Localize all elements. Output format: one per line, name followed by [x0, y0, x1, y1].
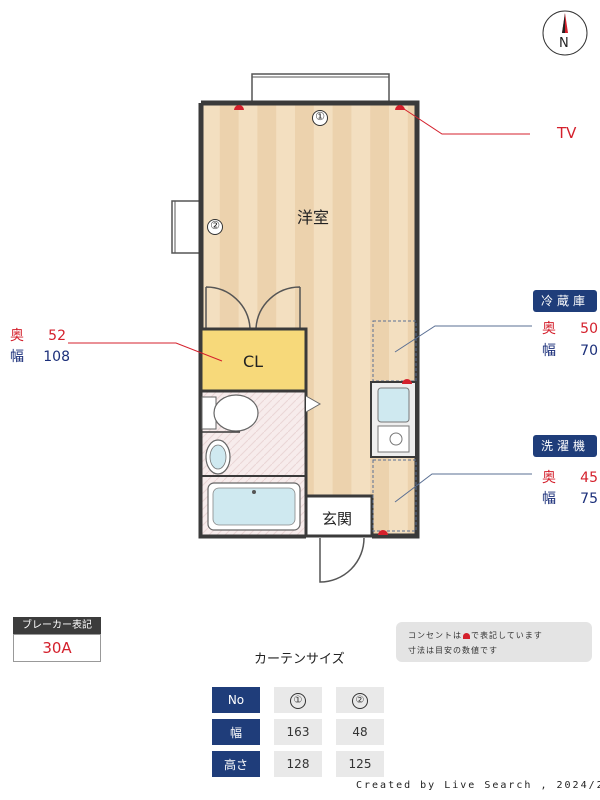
note-line-2: 寸法は目安の数値です	[408, 646, 498, 655]
closet-depth: 奥 52	[10, 325, 66, 345]
curtain-table: No ① ② 幅 163 48 高さ 128 125	[212, 681, 384, 783]
closet-door-right	[255, 286, 301, 329]
fridge-depth-value: 50	[580, 321, 598, 337]
compass-north-label: N	[559, 36, 569, 51]
tv-leader	[400, 106, 530, 135]
note-box: コンセントはで表記しています 寸法は目安の数値です	[396, 622, 592, 662]
stove-icon	[377, 425, 410, 453]
washer-depth-label: 奥	[542, 470, 556, 486]
room-label-closet: CL	[243, 352, 264, 371]
table-row: 幅 163 48	[212, 719, 384, 745]
entrance-door	[319, 537, 365, 583]
curtain-no-2: ②	[352, 692, 368, 709]
curtain-height-2: 125	[336, 751, 384, 777]
room-label-entrance: 玄関	[322, 510, 353, 528]
closet-depth-value: 52	[48, 328, 66, 344]
credit-text: Created by Live Search , 2024/2	[356, 780, 600, 791]
washer-width: 幅 75	[542, 488, 598, 508]
tv-label: TV	[557, 124, 577, 142]
breaker-header: ブレーカー表記	[13, 617, 101, 634]
closet-width-label: 幅	[10, 349, 24, 365]
table-cell: ②	[336, 687, 384, 713]
table-row: 高さ 128 125	[212, 751, 384, 777]
breaker-value: 30A	[13, 634, 101, 662]
fridge-width: 幅 70	[542, 340, 598, 360]
window-2-mark: ②	[210, 219, 220, 232]
closet-depth-label: 奥	[10, 328, 24, 344]
fridge-leader	[394, 325, 532, 353]
window-1-mark: ①	[315, 110, 325, 123]
curtain-width-2: 48	[336, 719, 384, 745]
washer-width-label: 幅	[542, 491, 556, 507]
fridge-depth: 奥 50	[542, 318, 598, 338]
fridge-width-value: 70	[580, 343, 598, 359]
fridge-depth-label: 奥	[542, 321, 556, 337]
kitchen-sink-icon	[377, 387, 410, 423]
toilet-icon	[213, 394, 259, 432]
curtain-header-no: No	[212, 687, 260, 713]
note-line-1: コンセントはで表記しています	[408, 628, 580, 643]
washer-depth-value: 45	[580, 470, 598, 486]
washer-tag: 洗濯機	[533, 435, 597, 457]
room-label-western: 洋室	[297, 208, 330, 227]
fridge-space	[372, 320, 417, 382]
window-left	[171, 200, 203, 254]
fridge-tag: 冷蔵庫	[533, 290, 597, 312]
curtain-title: カーテンサイズ	[254, 652, 345, 667]
table-row: No ① ②	[212, 687, 384, 713]
fridge-width-label: 幅	[542, 343, 556, 359]
washer-width-value: 75	[580, 491, 598, 507]
closet-leader	[68, 342, 223, 362]
washer-depth: 奥 45	[542, 467, 598, 487]
curtain-width-1: 163	[274, 719, 322, 745]
closet-width-value: 108	[43, 349, 70, 365]
curtain-header-height: 高さ	[212, 751, 260, 777]
washer-space	[372, 459, 417, 532]
outlet-icon	[463, 632, 470, 639]
closet-width: 幅 108	[10, 346, 70, 366]
curtain-header-width: 幅	[212, 719, 260, 745]
washer-leader	[394, 473, 532, 503]
curtain-no-1: ①	[290, 692, 306, 709]
entrance-area	[304, 494, 374, 538]
table-cell: ①	[274, 687, 322, 713]
outlet-markers	[234, 105, 412, 535]
note-line-1-post: で表記しています	[471, 631, 543, 640]
curtain-height-1: 128	[274, 751, 322, 777]
closet-door-left	[205, 286, 251, 329]
note-line-1-pre: コンセントは	[408, 631, 462, 640]
window-top	[251, 73, 390, 105]
